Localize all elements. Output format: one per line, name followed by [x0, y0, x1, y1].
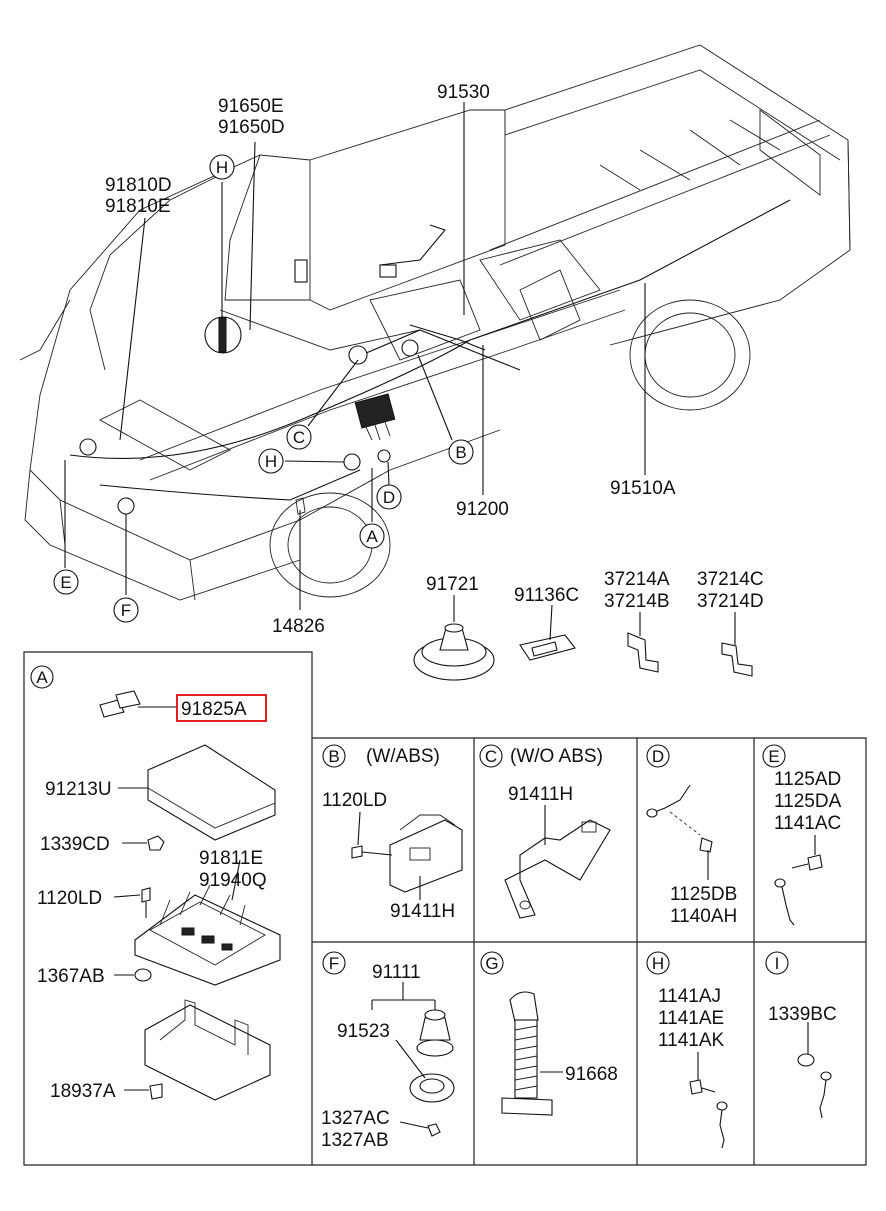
- callout-letter-H-top: H: [216, 158, 228, 177]
- panel-F: F: [322, 951, 455, 1137]
- label-37214C: 37214C: [697, 569, 764, 590]
- label-1120LD-B: 1120LD: [322, 790, 387, 811]
- panel-A: A: [30, 665, 281, 1101]
- label-1125AD: 1125AD: [774, 769, 841, 790]
- misc-parts-row: [413, 595, 753, 681]
- panel-E: E: [762, 744, 823, 926]
- label-1125DB: 1125DB: [670, 884, 737, 905]
- label-1339BC: 1339BC: [768, 1004, 837, 1025]
- callout-letter-B: B: [455, 443, 466, 462]
- label-1120LD-A: 1120LD: [37, 888, 102, 909]
- panel-B-letter: B: [328, 747, 339, 766]
- panel-D-letter: D: [652, 747, 664, 766]
- panel-C-letter: C: [485, 747, 497, 766]
- label-91810D: 91810D: [105, 175, 172, 196]
- label-91411H-C: 91411H: [508, 784, 573, 805]
- label-1327AC: 1327AC: [321, 1108, 390, 1129]
- label-91530: 91530: [437, 82, 490, 103]
- label-91825A: 91825A: [181, 699, 247, 720]
- callout-letter-H: H: [265, 452, 277, 471]
- panel-B: B: [322, 744, 463, 900]
- panel-C-title: (W/O ABS): [510, 746, 603, 767]
- label-91136C: 91136C: [514, 585, 579, 606]
- panel-C: C: [479, 744, 611, 919]
- label-1140AH: 1140AH: [670, 906, 737, 927]
- panel-D: D: [646, 744, 713, 880]
- label-91940Q: 91940Q: [199, 870, 267, 891]
- callout-letter-C: C: [293, 428, 305, 447]
- label-91810E: 91810E: [105, 196, 171, 217]
- label-91411H-B: 91411H: [390, 901, 455, 922]
- label-91668: 91668: [565, 1064, 618, 1085]
- label-91200: 91200: [456, 499, 509, 520]
- panel-A-letter: A: [36, 668, 48, 687]
- panel-H-letter: H: [652, 954, 664, 973]
- label-1141AK: 1141AK: [658, 1030, 725, 1051]
- panel-I: I: [765, 951, 832, 1119]
- label-91213U: 91213U: [45, 779, 112, 800]
- label-37214B: 37214B: [604, 591, 670, 612]
- label-91811E: 91811E: [199, 848, 263, 869]
- label-91111: 91111: [372, 962, 421, 983]
- panel-E-letter: E: [768, 747, 779, 766]
- view-letter-callouts: H C H B D A E F: [53, 154, 474, 623]
- label-37214D: 37214D: [697, 591, 764, 612]
- label-1141AJ: 1141AJ: [658, 986, 721, 1007]
- callout-letter-D: D: [383, 488, 395, 507]
- label-91721: 91721: [426, 574, 479, 595]
- label-14826: 14826: [272, 616, 325, 637]
- label-91523: 91523: [337, 1021, 390, 1042]
- panel-F-letter: F: [329, 954, 339, 973]
- detail-panel-grid: [23, 651, 867, 1166]
- panel-H: H: [646, 951, 728, 1149]
- callout-letter-E: E: [60, 573, 71, 592]
- highlight-box-91825A: [176, 694, 267, 722]
- panel-I-letter: I: [775, 954, 780, 973]
- label-1141AC: 1141AC: [774, 813, 841, 834]
- callout-letter-A: A: [366, 527, 378, 546]
- label-18937A: 18937A: [50, 1081, 116, 1102]
- label-91650D: 91650D: [218, 117, 285, 138]
- label-1141AE: 1141AE: [658, 1008, 724, 1029]
- label-91650E: 91650E: [218, 96, 284, 117]
- callout-letter-F: F: [121, 601, 131, 620]
- label-1327AB: 1327AB: [321, 1130, 389, 1151]
- panel-B-title: (W/ABS): [366, 746, 440, 767]
- truck-chassis-illustration: [19, 44, 851, 601]
- label-1367AB: 1367AB: [37, 966, 105, 987]
- panel-G: G: [480, 951, 563, 1116]
- panel-G-letter: G: [485, 954, 498, 973]
- label-37214A: 37214A: [604, 569, 670, 590]
- main-leader-lines: [64, 102, 646, 610]
- label-91510A: 91510A: [610, 478, 676, 499]
- label-1125DA: 1125DA: [774, 791, 842, 812]
- label-1339CD: 1339CD: [40, 834, 110, 855]
